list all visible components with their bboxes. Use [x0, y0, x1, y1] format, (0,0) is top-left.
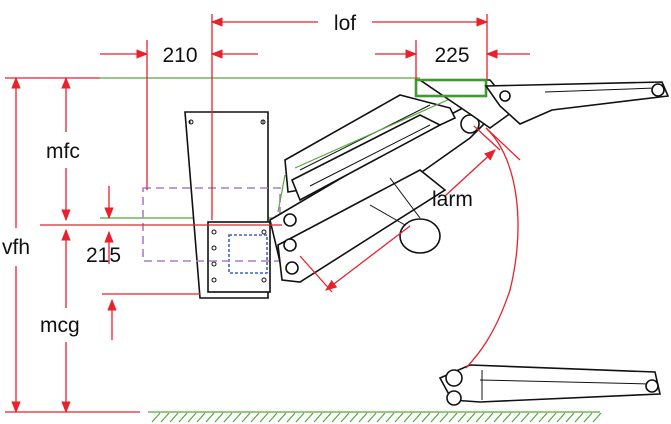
hatch-stroke — [556, 412, 566, 423]
hatch-stroke — [178, 412, 188, 423]
hatch-stroke — [592, 412, 602, 423]
hatch-stroke — [448, 412, 458, 423]
label-larm: larm — [432, 188, 473, 211]
attachment-box — [414, 78, 488, 98]
label-225: 225 — [434, 44, 469, 67]
hatch-stroke — [466, 412, 476, 423]
hatch-stroke — [205, 412, 215, 423]
hatch-stroke — [493, 412, 503, 423]
hatch-stroke — [313, 412, 323, 423]
hatch-stroke — [214, 412, 224, 423]
label-210: 210 — [162, 44, 197, 67]
swing-arc — [465, 127, 519, 369]
hatch-stroke — [520, 412, 530, 423]
hatch-stroke — [295, 412, 305, 423]
hatch-stroke — [151, 412, 161, 423]
dimension-210: 210 — [100, 40, 258, 190]
hatch-stroke — [250, 412, 260, 423]
hatch-stroke — [286, 412, 296, 423]
hatch-stroke — [349, 412, 359, 423]
dimension-215: 215 — [40, 186, 282, 267]
upper-attachment — [484, 81, 670, 125]
hatch-stroke — [196, 412, 206, 423]
dimension-vfh: vfh — [2, 76, 140, 414]
plate-outline — [228, 234, 268, 274]
hatch-stroke — [394, 412, 404, 423]
hatch-stroke — [304, 412, 314, 423]
hatch-stroke — [376, 412, 386, 423]
raised-arm — [269, 78, 517, 283]
hatch-stroke — [430, 412, 440, 423]
hatch-stroke — [187, 412, 197, 423]
hatch-stroke — [340, 412, 350, 423]
label-lof: lof — [334, 12, 356, 35]
dimension-mfc: mfc — [46, 76, 80, 222]
hatch-stroke — [412, 412, 422, 423]
hatch-stroke — [322, 412, 332, 423]
hatch-stroke — [574, 412, 584, 423]
hatch-stroke — [457, 412, 467, 423]
hatch-stroke — [484, 412, 494, 423]
hatch-stroke — [565, 412, 575, 423]
hatch-stroke — [403, 412, 413, 423]
hatch-stroke — [268, 412, 278, 423]
hatch-stroke — [232, 412, 242, 423]
label-vfh: vfh — [2, 236, 30, 259]
hatch-stroke — [538, 412, 548, 423]
lower-attachment — [438, 364, 661, 406]
hatch-stroke — [259, 412, 269, 423]
dimension-225: 225 — [375, 40, 530, 80]
hatch-stroke — [547, 412, 557, 423]
hatch-stroke — [367, 412, 377, 423]
dimension-mcg: mcg — [40, 228, 200, 414]
label-215: 215 — [86, 244, 121, 267]
hatch-stroke — [241, 412, 251, 423]
hatch-stroke — [331, 412, 341, 423]
hatch-stroke — [439, 412, 449, 423]
ground-hatch — [148, 411, 602, 423]
hatch-stroke — [502, 412, 512, 423]
hatch-stroke — [511, 412, 521, 423]
dimension-larm: larm — [299, 125, 501, 293]
label-mfc: mfc — [46, 140, 80, 163]
hatch-stroke — [475, 412, 485, 423]
hatch-stroke — [160, 412, 170, 423]
carriage-plate — [207, 221, 271, 293]
dimension-lof: lof — [210, 12, 489, 220]
hatch-stroke — [169, 412, 179, 423]
hatch-stroke — [358, 412, 368, 423]
hatch-stroke — [385, 412, 395, 423]
hatch-stroke — [583, 412, 593, 423]
hatch-stroke — [529, 412, 539, 423]
hatch-stroke — [421, 412, 431, 423]
label-mcg: mcg — [40, 314, 80, 337]
hatch-stroke — [277, 412, 287, 423]
hatch-stroke — [223, 412, 233, 423]
